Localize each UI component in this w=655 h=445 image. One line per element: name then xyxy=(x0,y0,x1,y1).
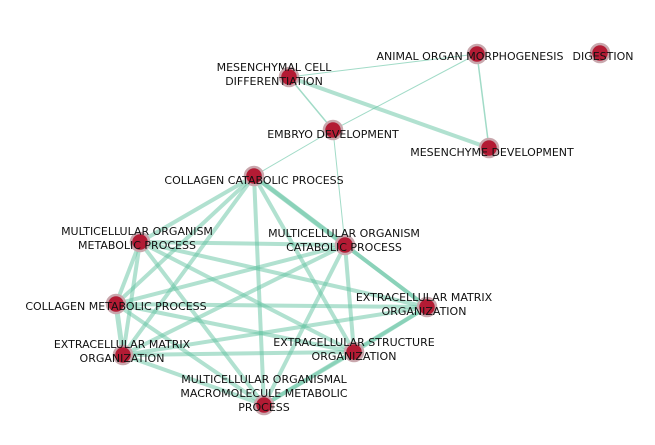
node-dot[interactable] xyxy=(466,43,488,65)
node-collagen_met[interactable]: COLLAGEN METABOLIC PROCESS xyxy=(25,293,207,315)
edge-mc_org_metabolic-ecs_org xyxy=(138,240,356,354)
node-label-line: ANIMAL ORGAN MORPHOGENESIS xyxy=(377,50,564,63)
node-label-line: MESENCHYMAL CELL xyxy=(217,61,333,74)
node-label-line: MULTICELLULAR ORGANISMAL xyxy=(181,373,347,386)
edge-animal_organ-mesenchyme_dev xyxy=(476,53,490,149)
node-label-line: CATABOLIC PROCESS xyxy=(286,241,402,254)
node-label-line: ORGANIZATION xyxy=(312,350,397,363)
node-label: MESENCHYME DEVELOPMENT xyxy=(410,146,574,159)
edge-collagen_cat-mc_macro xyxy=(252,174,266,407)
node-collagen_cat[interactable]: COLLAGEN CATABOLIC PROCESS xyxy=(164,165,344,187)
edge-mc_org_catabolic-ecm_org_left xyxy=(121,243,347,357)
node-mesenchyme_dev[interactable]: MESENCHYME DEVELOPMENT xyxy=(410,137,574,159)
edge-ecm_org_left-ecs_org xyxy=(121,350,356,357)
node-layer: ANIMAL ORGAN MORPHOGENESIS DIGESTION MESEN… xyxy=(25,42,634,416)
edge-embryo_dev-collagen_cat xyxy=(253,129,334,177)
edge-mc_org_catabolic-collagen_met xyxy=(114,243,347,306)
edge-layer xyxy=(113,53,491,407)
node-dot[interactable] xyxy=(322,119,344,141)
node-animal_organ[interactable]: ANIMAL ORGAN MORPHOGENESIS xyxy=(377,43,564,65)
node-label-line: MESENCHYME DEVELOPMENT xyxy=(410,146,574,159)
node-label: EMBRYO DEVELOPMENT xyxy=(267,128,399,141)
edge-mesenchymal_cell-embryo_dev xyxy=(288,76,334,131)
node-label-line: METABOLIC PROCESS xyxy=(78,239,196,252)
node-label-line: MULTICELLULAR ORGANISM xyxy=(268,227,420,240)
node-embryo_dev[interactable]: EMBRYO DEVELOPMENT xyxy=(267,119,399,141)
edge-mc_org_metabolic-mc_macro xyxy=(138,240,266,407)
node-dot[interactable] xyxy=(253,394,275,416)
node-digestion[interactable]: DIGESTION xyxy=(572,42,634,64)
node-label: ANIMAL ORGAN MORPHOGENESIS xyxy=(377,50,564,63)
edge-ecm_org_left-mc_macro xyxy=(121,353,266,407)
node-label-line: COLLAGEN CATABOLIC PROCESS xyxy=(164,174,343,187)
node-label: COLLAGEN METABOLIC PROCESS xyxy=(25,300,206,313)
node-dot[interactable] xyxy=(129,231,151,253)
node-label-line: ORGANIZATION xyxy=(80,352,165,365)
node-label-line: PROCESS xyxy=(238,401,290,414)
node-label-line: ORGANIZATION xyxy=(382,305,467,318)
node-dot[interactable] xyxy=(478,137,500,159)
node-label-line: EXTRACELLULAR MATRIX xyxy=(54,338,191,351)
edge-mc_org_catabolic-ecs_org xyxy=(343,243,356,354)
node-dot[interactable] xyxy=(243,165,265,187)
edge-ecm_org_right-ecm_org_left xyxy=(121,305,429,357)
edge-mc_org_catabolic-ecm_org_right xyxy=(343,243,429,309)
node-label-line: EXTRACELLULAR STRUCTURE xyxy=(273,336,434,349)
node-label-line: EMBRYO DEVELOPMENT xyxy=(267,128,399,141)
edge-collagen_met-ecm_org_right xyxy=(114,302,429,309)
node-dot[interactable] xyxy=(343,341,365,363)
node-dot[interactable] xyxy=(278,66,300,88)
node-dot[interactable] xyxy=(416,296,438,318)
node-label: COLLAGEN CATABOLIC PROCESS xyxy=(164,174,343,187)
edge-embryo_dev-mc_org_catabolic xyxy=(332,129,346,246)
node-label-line: COLLAGEN METABOLIC PROCESS xyxy=(25,300,206,313)
edge-mc_org_metabolic-mc_org_catabolic xyxy=(138,240,347,247)
edge-collagen_cat-collagen_met xyxy=(114,174,256,306)
edge-collagen_cat-mc_org_metabolic xyxy=(138,174,256,244)
node-dot[interactable] xyxy=(112,344,134,366)
edge-animal_organ-mesenchymal_cell xyxy=(288,53,478,78)
node-dot[interactable] xyxy=(589,42,611,64)
edge-ecs_org-mc_macro xyxy=(262,350,356,407)
node-dot[interactable] xyxy=(105,293,127,315)
edge-mc_org_metabolic-collagen_met xyxy=(114,240,142,306)
node-dot[interactable] xyxy=(334,234,356,256)
edge-mesenchymal_cell-mesenchyme_dev xyxy=(287,75,491,150)
node-label: DIGESTION xyxy=(572,50,633,63)
edge-collagen_met-ecs_org xyxy=(114,302,356,354)
edge-animal_organ-embryo_dev xyxy=(332,53,478,131)
node-label-line: MULTICELLULAR ORGANISM xyxy=(61,225,213,238)
node-label-line: EXTRACELLULAR MATRIX xyxy=(356,291,493,304)
node-label-line: DIGESTION xyxy=(572,50,633,63)
node-label-line: DIFFERENTIATION xyxy=(225,75,323,88)
node-label-line: MACROMOLECULE METABOLIC xyxy=(180,387,348,400)
